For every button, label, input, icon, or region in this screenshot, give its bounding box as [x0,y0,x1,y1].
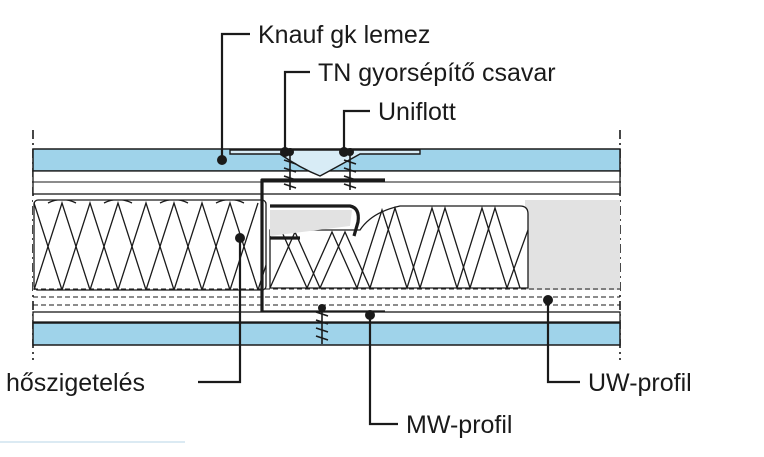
screw-icon [283,152,357,344]
dashed-track-lines [33,288,620,306]
bottom-lining-layer [32,311,621,323]
label-knauf-gk-lemez: Knauf gk lemez [258,21,430,49]
uw-profile-area [525,200,620,290]
leader-dot-icon [217,147,553,320]
bottom-board [32,322,621,346]
label-tn-screw: TN gyorsépítő csavar [318,59,556,87]
label-mw-profile: MW-profil [406,411,512,439]
label-insulation: hőszigetelés [6,369,145,397]
leader-lines [198,32,580,426]
insulation-loop-icon [34,200,266,290]
label-uniflott: Uniflott [378,98,456,126]
insulation-right-loops [270,206,528,290]
uniflott-joint [229,149,421,177]
mw-profile-inner-fill [270,210,352,236]
label-uw-profile: UW-profil [588,369,692,397]
